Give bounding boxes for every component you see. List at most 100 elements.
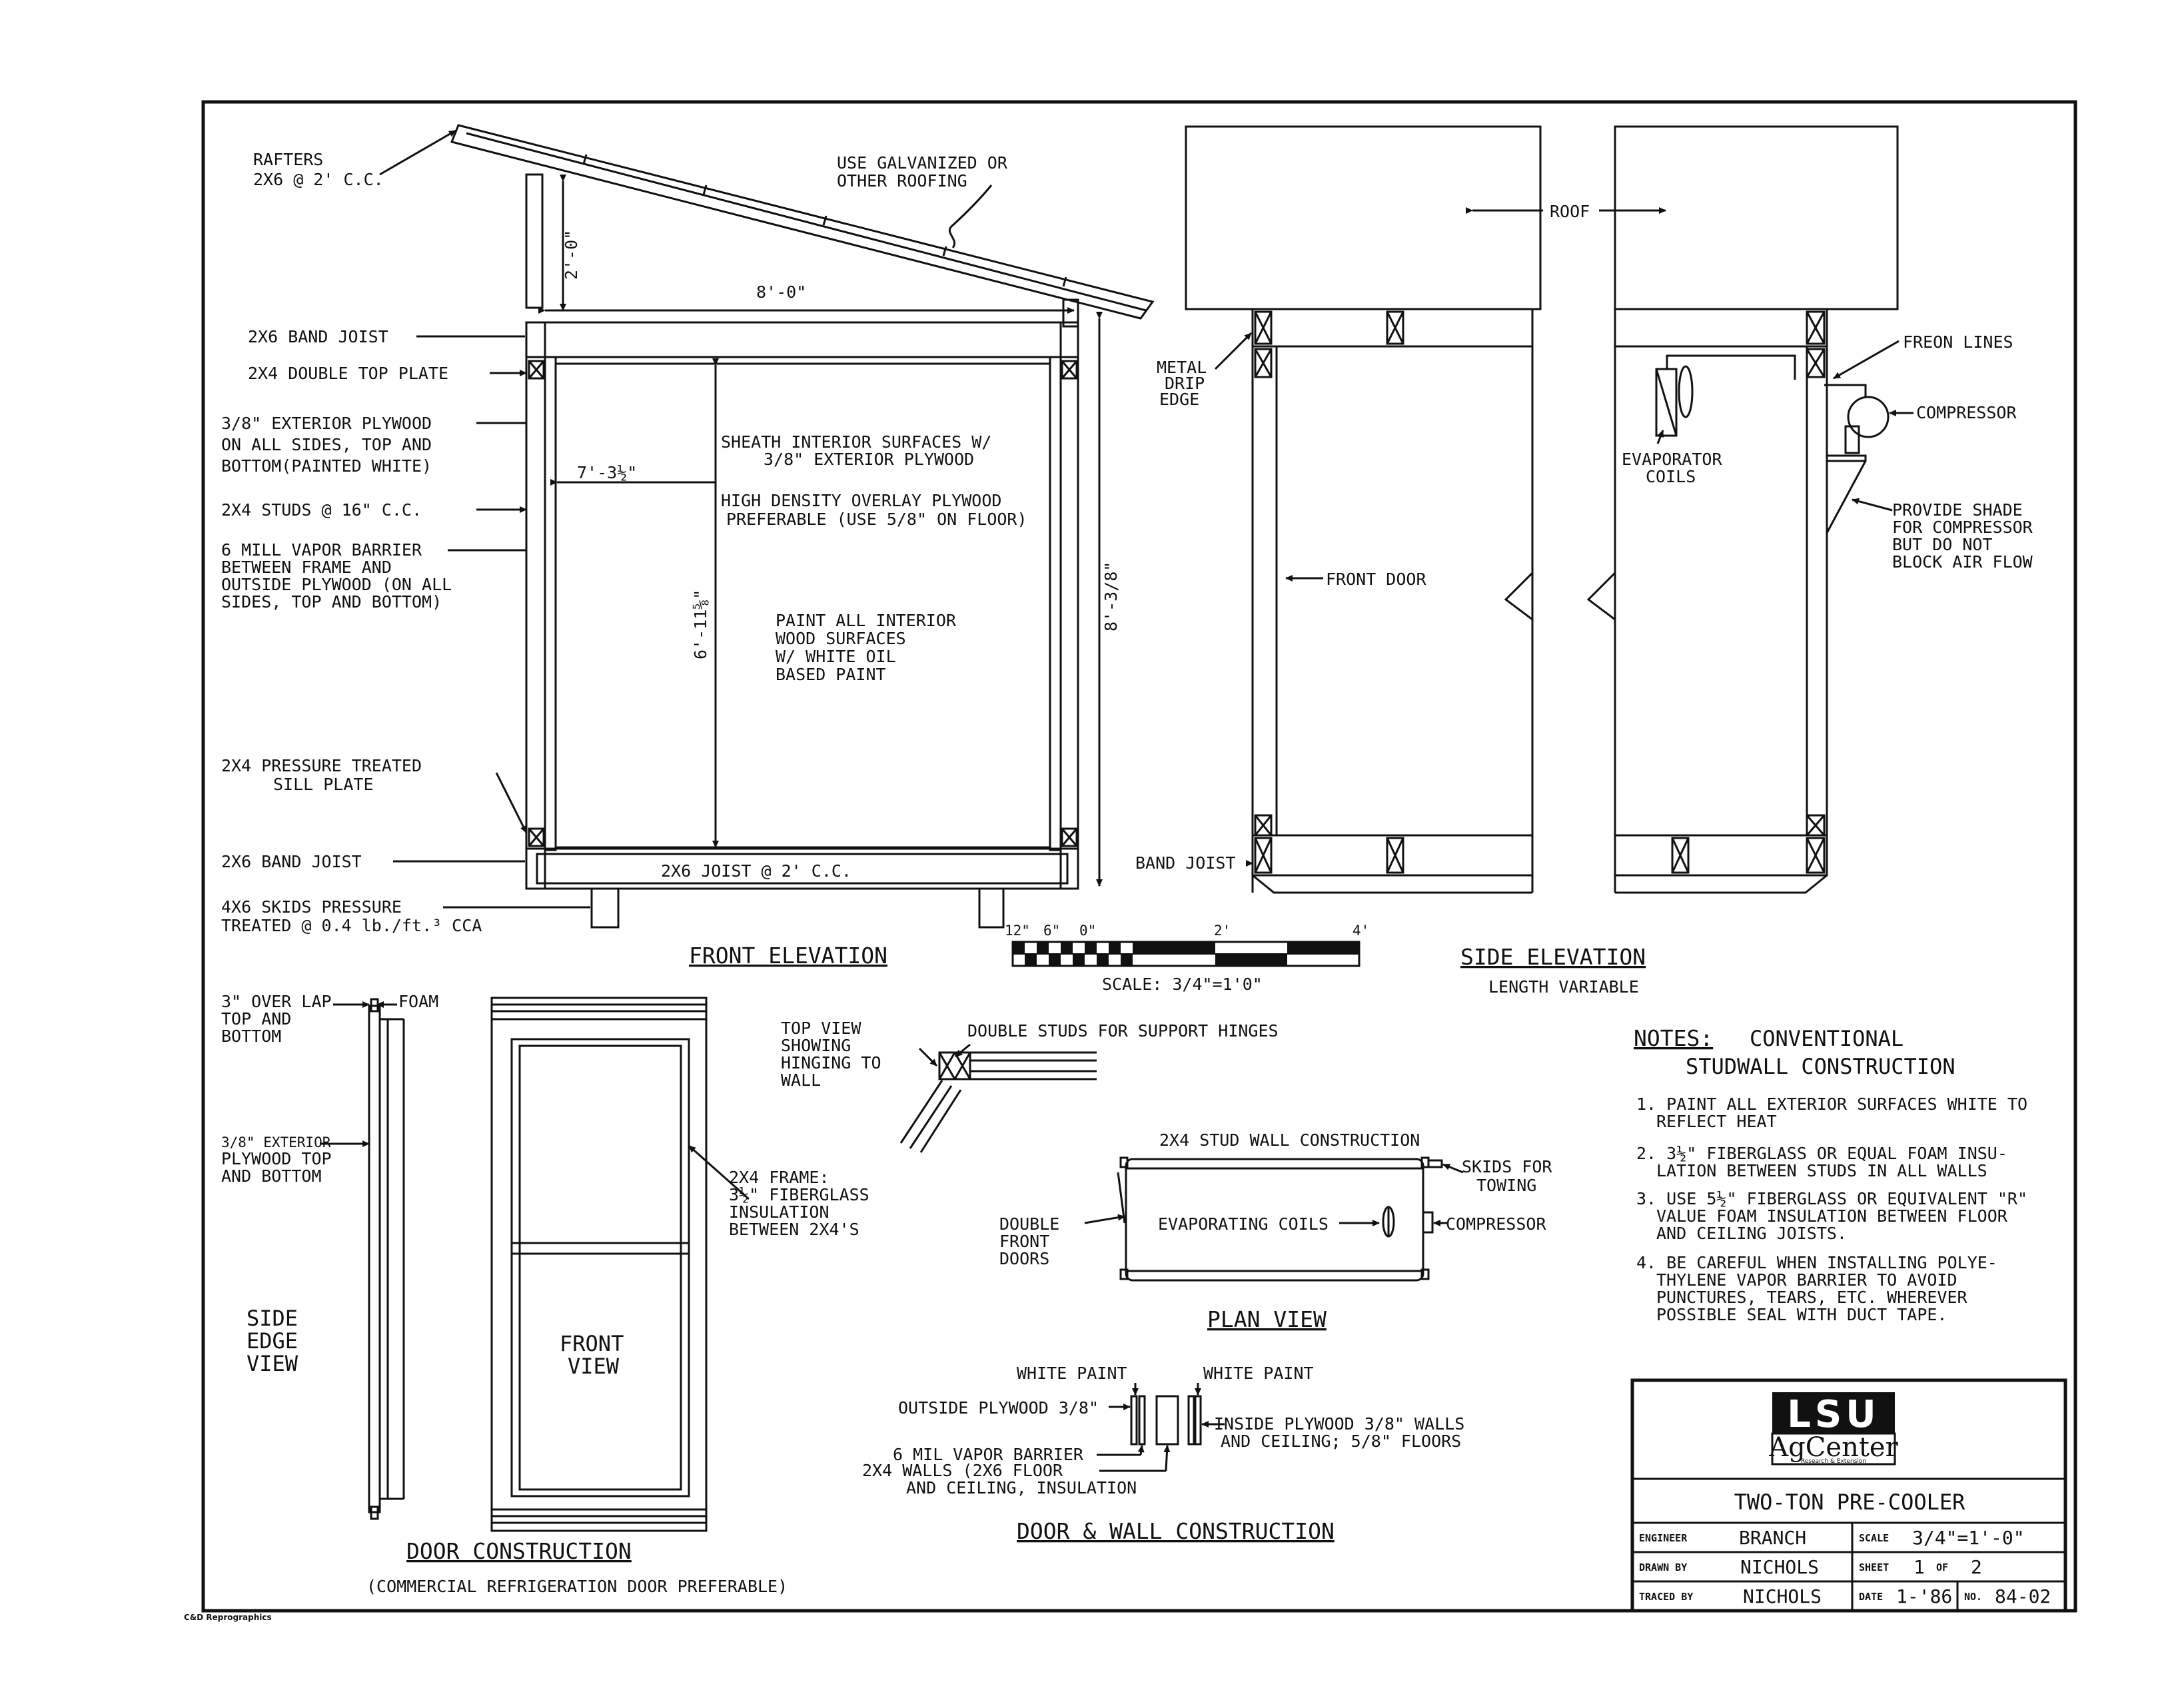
footer-credit: C&D Reprographics: [184, 1613, 272, 1622]
label-overlay-2: PREFERABLE (USE 5/8" ON FLOOR): [726, 510, 1027, 529]
label-vapor-barrier: 6 MIL VAPOR BARRIER: [893, 1445, 1084, 1464]
label-skids-towing-1: SKIDS FOR: [1462, 1157, 1552, 1176]
label-studs: 2X4 STUDS @ 16" C.C.: [221, 500, 422, 520]
notes-subheading-2: STUDWALL CONSTRUCTION: [1686, 1054, 1955, 1079]
side-elevation-title: SIDE ELEVATION: [1460, 944, 1646, 970]
label-front-view-1: FRONT: [560, 1331, 624, 1356]
tb-scale-label: SCALE: [1859, 1532, 1889, 1544]
tb-date-label: DATE: [1859, 1591, 1883, 1603]
notes-subheading-1: CONVENTIONAL: [1750, 1026, 1904, 1051]
label-frame-3: INSULATION: [729, 1202, 829, 1222]
tb-sheet-label: SHEET: [1859, 1561, 1889, 1573]
tb-engineer-label: ENGINEER: [1639, 1532, 1688, 1544]
label-front-door: FRONT DOOR: [1326, 570, 1426, 589]
note-3-line-3: AND CEILING JOISTS.: [1656, 1224, 1847, 1243]
label-roof: ROOF: [1550, 202, 1590, 221]
label-drip-3: EDGE: [1159, 390, 1199, 409]
dim-roof-rise: 2'-0": [562, 230, 581, 280]
front-elevation-text: RAFTERS 2X6 @ 2' C.C. USE GALVANIZED OR …: [221, 150, 1121, 969]
label-shade-2: FOR COMPRESSOR: [1892, 518, 2033, 537]
label-overlap-2: TOP AND: [221, 1009, 291, 1029]
scale-bar: [1011, 941, 1361, 967]
note-4-line-2: THYLENE VAPOR BARRIER TO AVOID: [1656, 1270, 1957, 1290]
label-rafters-1: RAFTERS: [253, 150, 323, 169]
note-1-line-1: 1. PAINT ALL EXTERIOR SURFACES WHITE TO: [1636, 1094, 2027, 1114]
door-construction-subtitle: (COMMERCIAL REFRIGERATION DOOR PREFERABL…: [366, 1577, 788, 1596]
label-inside-plywood-2: AND CEILING; 5/8" FLOORS: [1221, 1432, 1461, 1451]
wall-construction-title: DOOR & WALL CONSTRUCTION: [1017, 1518, 1335, 1544]
label-ext-plywood-2: ON ALL SIDES, TOP AND: [221, 435, 432, 454]
notes-heading: NOTES:: [1634, 1025, 1713, 1051]
label-stud-wall: 2X4 STUD WALL CONSTRUCTION: [1159, 1130, 1420, 1150]
note-4-line-3: PUNCTURES, TEARS, ETC. WHEREVER: [1656, 1288, 1968, 1307]
label-side-band-joist: BAND JOIST: [1135, 853, 1236, 873]
scale-tick-0in: 0": [1079, 923, 1096, 939]
label-paint-2: WOOD SURFACES: [776, 629, 906, 648]
label-door-plywood-3: AND BOTTOM: [221, 1166, 322, 1186]
tb-drawn: NICHOLS: [1740, 1556, 1819, 1578]
tb-date: 1-'86: [1896, 1585, 1952, 1607]
label-rafters-2: 2X6 @ 2' C.C.: [253, 170, 384, 189]
scale-bar-text: 12" 6" 0" 2' 4' SCALE: 3/4"=1'0": [1005, 923, 1369, 994]
note-1-line-2: REFLECT HEAT: [1656, 1112, 1777, 1131]
label-ext-plywood-3: BOTTOM(PAINTED WHITE): [221, 456, 432, 476]
label-sheath-2: 3/8" EXTERIOR PLYWOOD: [764, 450, 974, 469]
label-shade-1: PROVIDE SHADE: [1892, 500, 2023, 520]
side-elevation-text: ROOF METAL DRIP EDGE FRONT DOOR BAND JOI…: [1135, 202, 2033, 997]
label-walls-2: AND CEILING, INSULATION: [906, 1478, 1137, 1497]
label-paint-3: W/ WHITE OIL: [776, 647, 896, 666]
note-4-line-1: 4. BE CAREFUL WHEN INSTALLING POLYE-: [1636, 1253, 1997, 1272]
label-white-paint-left: WHITE PAINT: [1017, 1364, 1127, 1383]
side-elevation-subtitle: LENGTH VARIABLE: [1488, 977, 1639, 997]
tb-engineer: BRANCH: [1739, 1527, 1806, 1549]
plan-view: [1084, 1156, 1464, 1282]
door-construction-text: 3" OVER LAP TOP AND BOTTOM FOAM 3/8" EXT…: [221, 992, 869, 1596]
notes: NOTES: CONVENTIONAL STUDWALL CONSTRUCTIO…: [1634, 1025, 2027, 1324]
dim-top-width: 8'-0": [756, 282, 806, 302]
title-block: [1630, 1378, 2067, 1613]
sheet-border: [201, 100, 2077, 1613]
plan-view-title: PLAN VIEW: [1207, 1306, 1327, 1332]
logo-tagline: Research & Extension: [1801, 1458, 1866, 1465]
label-frame-1: 2X4 FRAME:: [729, 1168, 829, 1187]
dim-inner-height: 6'-11⅝": [691, 590, 710, 659]
note-3-line-2: VALUE FOAM INSULATION BETWEEN FLOOR: [1656, 1206, 2008, 1226]
label-evap-1: EVAPORATOR: [1622, 450, 1722, 469]
dim-inner-width: 7'-3½": [577, 463, 637, 482]
tb-scale: 3/4"=1'-0": [1912, 1527, 2025, 1549]
label-top-view-2: SHOWING: [781, 1036, 851, 1055]
label-skids-2: TREATED @ 0.4 lb./ft.³ CCA: [221, 916, 482, 935]
label-door-plywood-1: 3/8" EXTERIOR: [221, 1134, 331, 1150]
label-shade-4: BLOCK AIR FLOW: [1892, 552, 2033, 572]
label-drip-1: METAL: [1157, 358, 1207, 377]
label-inside-plywood-1: INSIDE PLYWOOD 3/8" WALLS: [1214, 1414, 1464, 1434]
label-outside-plywood: OUTSIDE PLYWOOD 3/8": [898, 1398, 1099, 1418]
wall-construction-text: WHITE PAINT WHITE PAINT OUTSIDE PLYWOOD …: [862, 1364, 1464, 1544]
note-2-line-1: 2. 3½" FIBERGLASS OR EQUAL FOAM INSU-: [1636, 1144, 2007, 1163]
label-band-joist-bottom: 2X6 BAND JOIST: [221, 852, 362, 871]
logo-agcenter: AgCenter: [1768, 1432, 1898, 1463]
scale-tick-6in: 6": [1043, 923, 1060, 939]
label-ext-plywood-1: 3/8" EXTERIOR PLYWOOD: [221, 414, 432, 433]
note-3-line-1: 3. USE 5½" FIBERGLASS OR EQUIVALENT "R": [1636, 1189, 2027, 1208]
front-elevation: [379, 124, 1155, 929]
door-construction-title: DOOR CONSTRUCTION: [406, 1538, 632, 1564]
label-sill-1: 2X4 PRESSURE TREATED: [221, 756, 422, 775]
label-evap-coils: EVAPORATING COILS: [1158, 1214, 1329, 1234]
dim-outer-height: 8'-3/8": [1101, 562, 1121, 631]
door-construction: [320, 997, 750, 1532]
label-vapor-3: OUTSIDE PLYWOOD (ON ALL: [221, 575, 452, 594]
label-roofing-2: OTHER ROOFING: [837, 171, 967, 191]
label-side-edge-2: EDGE: [247, 1328, 298, 1354]
label-frame-4: BETWEEN 2X4'S: [729, 1220, 859, 1239]
label-white-paint-right: WHITE PAINT: [1203, 1364, 1314, 1383]
tb-no: 84-02: [1995, 1585, 2051, 1607]
label-band-joist-top: 2X6 BAND JOIST: [248, 327, 388, 346]
label-sill-2: SILL PLATE: [273, 775, 374, 794]
label-doors-1: DOUBLE: [999, 1214, 1059, 1234]
tb-sheet-of-label: OF: [1936, 1561, 1948, 1573]
tb-sheet: 1: [1913, 1556, 1925, 1578]
label-doors-2: FRONT: [999, 1232, 1049, 1251]
drawing-title: TWO-TON PRE-COOLER: [1734, 1489, 1966, 1515]
